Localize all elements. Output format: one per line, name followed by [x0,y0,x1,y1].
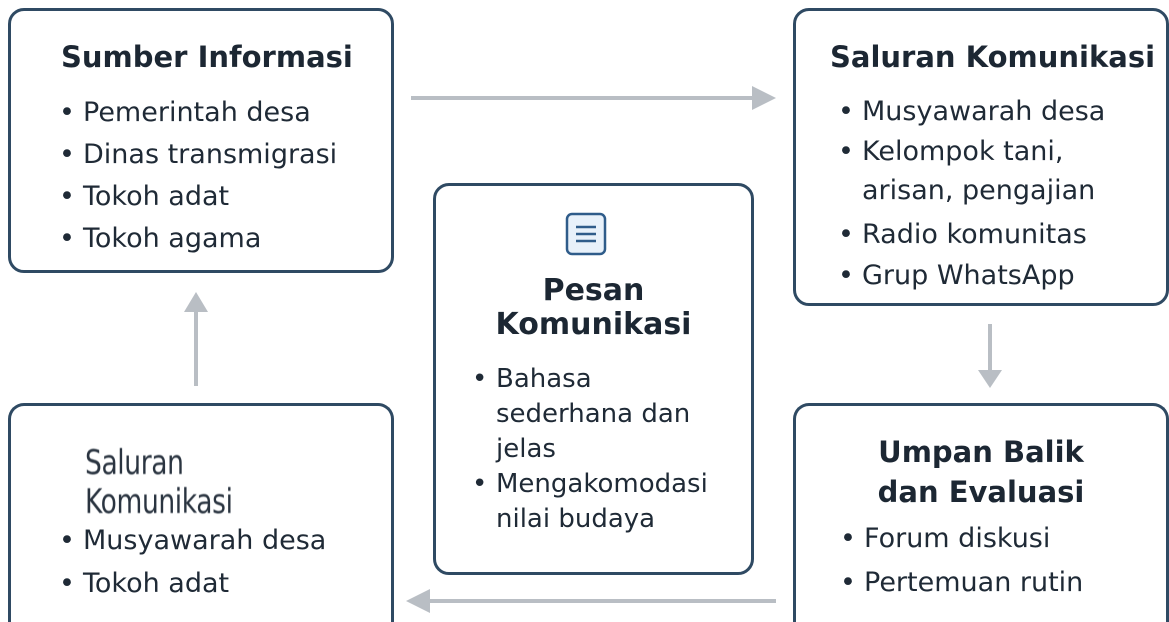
pesan-komunikasi-title: Pesan Komunikasi [436,274,751,342]
umpan-balik-box: Umpan Balik dan Evaluasi Forum diskusi P… [793,403,1169,622]
pesan-title-line: Komunikasi [495,307,692,342]
saluran-komunikasi-title: Saluran Komunikasi [830,40,1156,74]
list-item: Grup WhatsApp [836,255,1105,296]
list-item: Tokoh adat [57,562,326,605]
list-item: Radio komunitas [836,214,1105,255]
list-item-line: Bahasa [496,364,592,394]
list-item-line: sederhana dan [496,399,691,429]
saluran-komunikasi-box: Saluran Komunikasi Musyawarah desa Kelom… [793,8,1169,306]
umpan-balik-title: Umpan Balik dan Evaluasi [796,432,1166,512]
umpan-title-line: Umpan Balik [878,435,1084,469]
list-item: Pemerintah desa [57,92,337,134]
arrow-saluran-to-umpan-head [978,370,1002,388]
sumber-informasi-box: Sumber Informasi Pemerintah desa Dinas t… [8,8,394,273]
sumber-informasi-list: Pemerintah desa Dinas transmigrasi Tokoh… [57,92,337,260]
list-item: Kelompok tani, arisan, pengajian [836,132,1105,210]
list-item-line: arisan, pengajian [862,175,1096,206]
list-item: Mengakomodasi nilai budaya [470,467,731,537]
list-item: Bahasa sederhana dan jelas [470,362,731,467]
saluran-komunikasi-title-2: Saluran Komunikasi [85,443,233,523]
list-item: Musyawarah desa [836,91,1105,132]
list-item-line: Kelompok tani, [862,136,1064,167]
list-item: Musyawarah desa [57,519,326,562]
umpan-balik-list: Forum diskusi Pertemuan rutin [838,517,1083,605]
list-item: Tokoh agama [57,218,337,260]
pesan-komunikasi-box: Pesan Komunikasi Bahasa sederhana dan je… [433,183,754,575]
pesan-komunikasi-list: Bahasa sederhana dan jelas Mengakomodasi… [470,362,731,537]
list-item: Forum diskusi [838,517,1083,561]
saluran-komunikasi-box-2: Saluran Komunikasi Musyawarah desa Tokoh… [8,403,394,622]
saluran-komunikasi-list: Musyawarah desa Kelompok tani, arisan, p… [836,91,1105,296]
list-item: Pertemuan rutin [838,561,1083,605]
arrow-saluran2-to-sumber-head [184,292,208,312]
arrow-umpan-to-saluran2-head [406,589,430,613]
sumber-informasi-title: Sumber Informasi [61,40,353,74]
list-item-line: Mengakomodasi [496,469,708,499]
arrow-sumber-to-saluran-head [752,86,776,110]
document-icon [565,212,607,256]
list-item-line: nilai budaya [496,504,656,534]
umpan-title-line: dan Evaluasi [877,475,1085,509]
pesan-title-line: Pesan [542,273,645,308]
list-item: Tokoh adat [57,176,337,218]
saluran-komunikasi-list-2: Musyawarah desa Tokoh adat [57,519,326,605]
list-item: Dinas transmigrasi [57,134,337,176]
list-item-line: jelas [496,434,556,464]
